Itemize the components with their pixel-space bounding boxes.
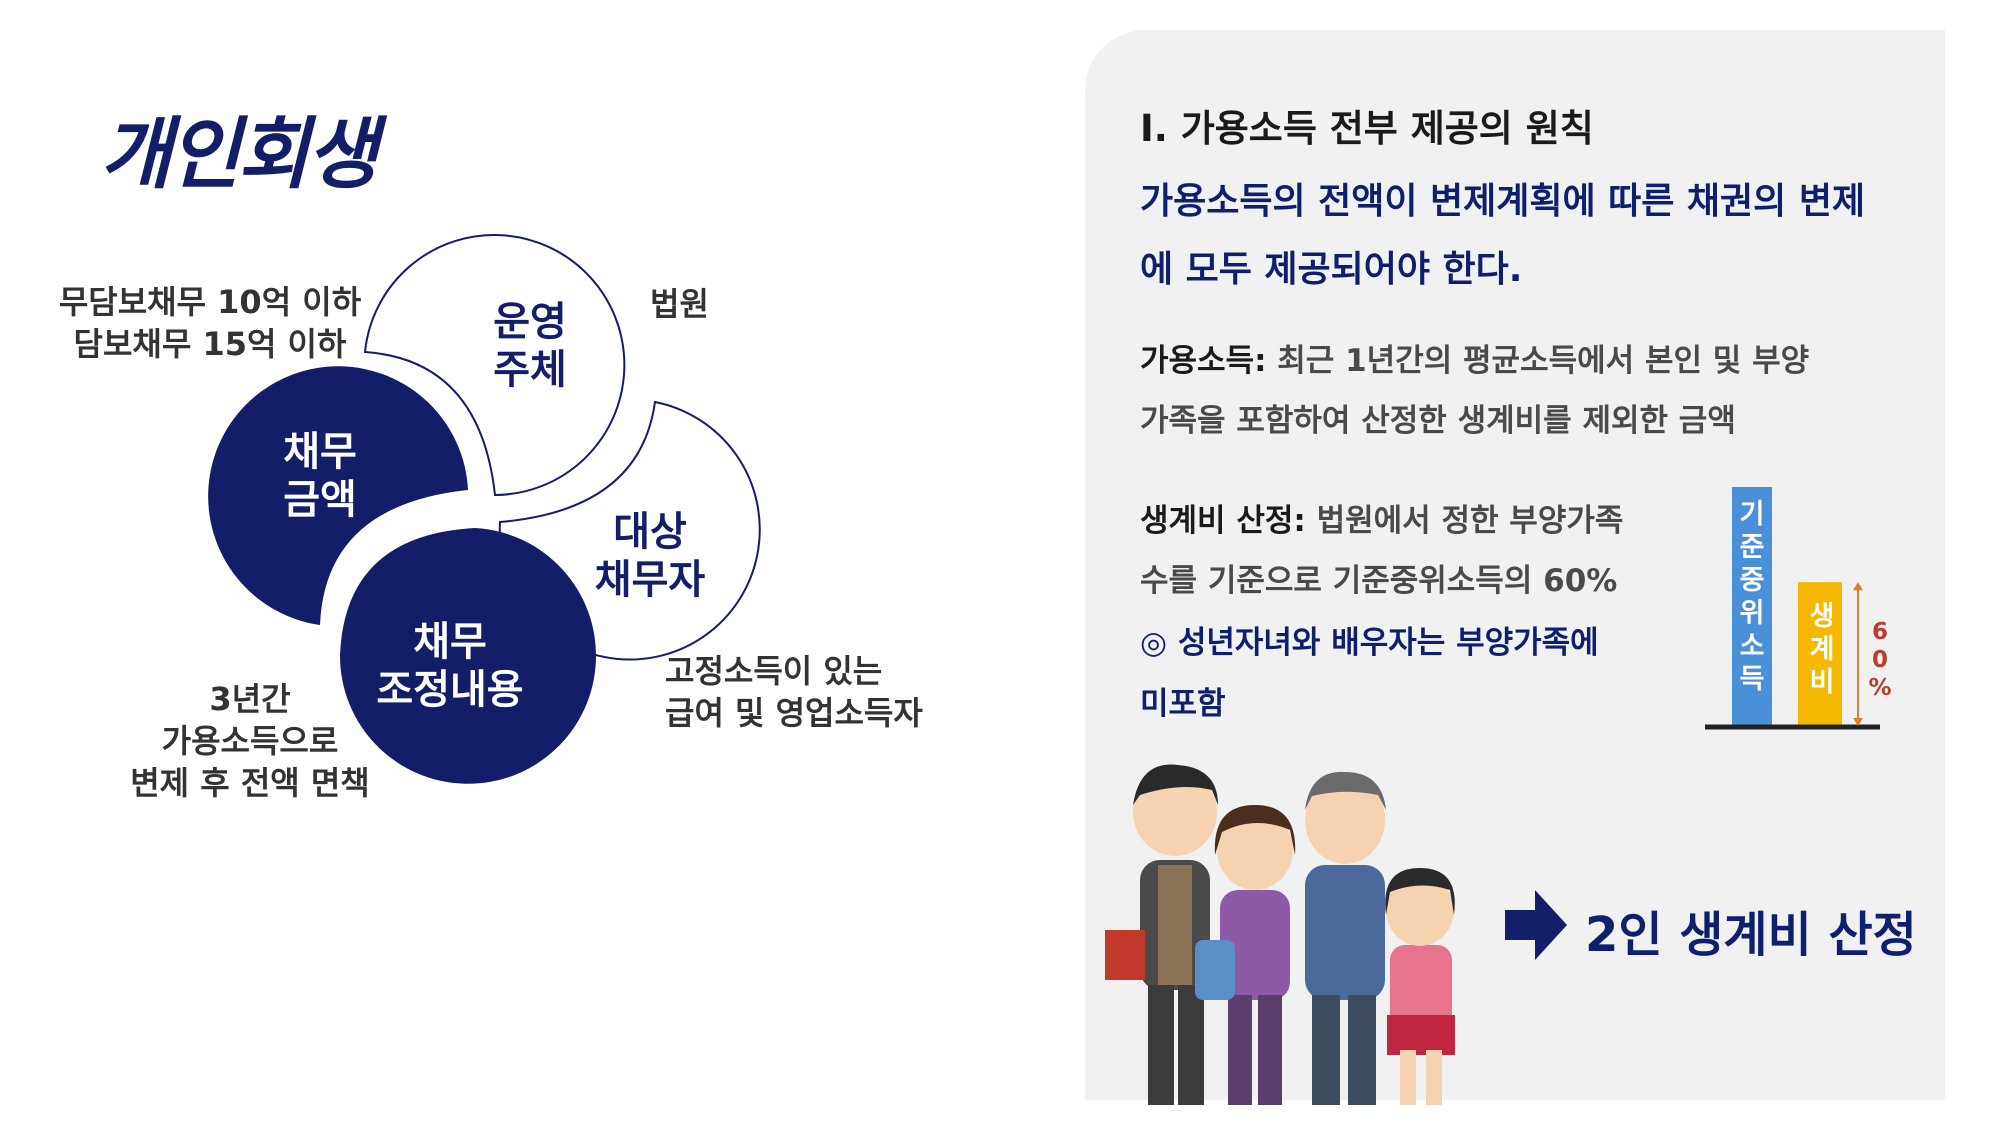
note-line2: 미포함 [1140,686,1226,722]
petal-adjustment-label: 채무 조정내용 [350,618,550,714]
definition-text1: 최근 1년간의 평균소득에서 본인 및 부양 [1266,343,1810,379]
bar-living-label: 생 계 비 [1809,601,1835,698]
note-target-line2: 급여 및 영업소득자 [665,694,923,732]
petal-operator-shape [363,234,626,497]
petal-adjustment-line2: 조정내용 [376,667,524,713]
definition-line2: 가족을 포함하여 산정한 생계비를 제외한 금액 [1140,403,1736,439]
petal-adjustment-line1: 채무 [413,619,487,665]
note-debt-amount: 무담보채무 10억 이하 담보채무 15억 이하 [45,281,375,365]
note-target-line1: 고정소득이 있는 [665,652,883,690]
petal-operator-label: 운영 주체 [470,298,590,394]
pct-arrow-head-top [1853,582,1863,591]
note-debt-amount-line1: 무담보채무 10억 이하 [58,283,362,321]
petal-debt-amount-shape [208,366,468,625]
principle-line1: 가용소득의 전액이 변제계획에 따른 채권의 변제 [1140,181,1866,222]
result-arrow-icon [1505,890,1567,960]
note-adjustment-line2: 가용소득으로 [161,722,339,760]
section-title: Ⅰ. 가용소득 전부 제공의 원칙 [1140,107,1594,150]
family-man-left [1105,764,1218,1105]
arrow-result-text: 2인 생계비 산정 [1585,907,1917,963]
note-adjustment-line1: 3년간 [209,680,291,718]
page-title: 개인회생 [100,110,378,200]
note-operator: 법원 [650,285,709,323]
note-adjustment-line3: 변제 후 전액 면책 [130,764,370,802]
note-target: 고정소득이 있는 급여 및 영업소득자 [665,650,923,734]
petal-debt-amount-line1: 채무 [283,429,357,475]
definition-label: 가용소득: [1140,343,1267,379]
petal-debt-amount-label: 채무 금액 [250,428,390,524]
petal-operator-line1: 운영 [493,299,567,345]
bar-median-label: 기 준 중 위 소 득 [1739,499,1765,695]
bar-living-cost [1798,582,1842,725]
living-text1: 법원에서 정한 부양가족 [1305,503,1624,539]
family-girl [1385,868,1455,1105]
definition-line1: 가용소득: 최근 1년간의 평균소득에서 본인 및 부양 [1140,335,1809,380]
petal-target-line1: 대상 [613,509,687,555]
living-line2: 수를 기준으로 기준중위소득의 60% [1140,563,1618,599]
living-line1: 생계비 산정: 법원에서 정한 부양가족 [1140,495,1623,540]
petal-target-line2: 채무자 [594,557,706,603]
family-illustration [1105,764,1455,1105]
petal-operator-line2: 주체 [493,347,567,393]
living-cost-chart [1705,487,1880,730]
note-debt-amount-line2: 담보채무 15억 이하 [73,325,347,363]
note-line1: ◎ 성년자녀와 배우자는 부양가족에 [1140,625,1599,661]
bar-median-income [1732,487,1772,725]
pct-label: 6 0 % [1868,619,1892,701]
petal-adjustment-shape [339,528,596,784]
petal-diagram [208,234,761,784]
pct-arrow-head-bottom [1853,718,1863,726]
living-label: 생계비 산정: [1140,503,1306,539]
petal-target-label: 대상 채무자 [570,508,730,604]
note-adjustment: 3년간 가용소득으로 변제 후 전액 면책 [110,678,390,804]
family-man-right [1305,771,1386,1105]
family-woman [1195,805,1296,1105]
petal-debt-amount-line2: 금액 [283,477,357,523]
principle-line2: 에 모두 제공되어야 한다. [1140,249,1523,290]
